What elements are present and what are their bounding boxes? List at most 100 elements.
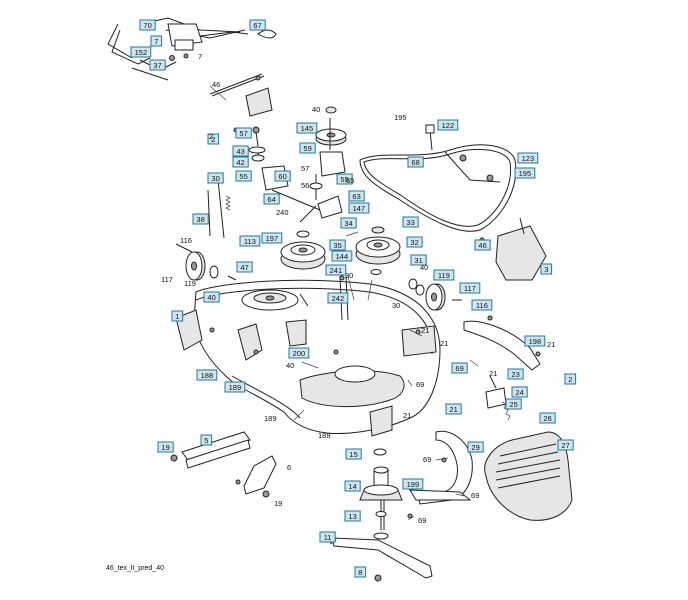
callout-box-b35: 35: [329, 239, 346, 251]
callout-box-b27: 27: [557, 439, 574, 451]
callout-box-b38: 38: [192, 213, 209, 225]
callout-box-b197: 197: [261, 232, 283, 244]
callout-text: 117: [464, 284, 476, 293]
callout-box-b46: 46: [474, 239, 491, 251]
callout-text: 35: [333, 241, 341, 250]
callout-text: 2: [211, 135, 215, 144]
callout-text: 23: [511, 370, 519, 379]
callout-box-b21a: 21: [445, 403, 462, 415]
callout-plain-p21e: 21: [440, 339, 448, 348]
callout-plain-p69c: 69: [471, 491, 479, 500]
callout-text: 31: [414, 256, 422, 265]
callout-text: 189: [229, 383, 242, 392]
callout-box-b19: 19: [157, 441, 174, 453]
callout-plain-p30c: 30: [392, 301, 400, 310]
callout-text: 30: [211, 174, 219, 183]
callout-text: 242: [332, 294, 345, 303]
callout-plain-p19b: 19: [274, 499, 282, 508]
callout-text: 119: [438, 271, 450, 280]
callout-text: 40: [207, 293, 215, 302]
callout-box-b60: 60: [274, 170, 291, 182]
callout-text: 123: [522, 154, 535, 163]
belt-guard-lower: [409, 430, 473, 505]
callout-text: 7: [154, 37, 158, 46]
callout-text: 241: [330, 266, 343, 275]
callout-text: 14: [348, 482, 356, 491]
callout-text: 43: [236, 147, 244, 156]
callout-box-b11: 11: [319, 531, 336, 543]
callout-text: 122: [442, 121, 455, 130]
callout-plain-p65: 65: [346, 176, 354, 185]
callout-box-b30a: 30: [207, 172, 224, 184]
idler-pulley-upper: [315, 106, 347, 177]
callout-box-b29: 29: [467, 441, 484, 453]
callout-box-b59: 59: [299, 142, 316, 154]
callout-plain-p189: 189: [264, 414, 277, 423]
callout-text: 199: [407, 480, 420, 489]
callout-text: 15: [349, 450, 357, 459]
gauge-wheel-right: [408, 278, 462, 311]
callout-box-b13: 13: [344, 510, 361, 522]
callout-box-b40a: 40: [203, 291, 220, 303]
callout-box-b67: 67: [249, 19, 266, 31]
callout-plain-p69b: 69: [423, 455, 431, 464]
callout-plain-p116: 116: [180, 236, 192, 245]
callout-box-b123: 123: [517, 152, 539, 164]
callout-box-b55a: 55: [235, 170, 252, 182]
callout-box-b113: 113: [239, 235, 261, 247]
callout-box-b15: 15: [345, 448, 362, 460]
deck-pulley-left: [280, 230, 326, 270]
callout-text: 32: [410, 238, 418, 247]
callout-plain-p6: 6: [287, 463, 291, 472]
callout-text: 63: [352, 192, 360, 201]
callout-box-b25: 25: [505, 398, 522, 410]
deck-hanger-bracket-upper: [170, 431, 251, 469]
callout-box-b47: 47: [236, 261, 253, 273]
callout-box-b2x: 2: [564, 373, 577, 385]
callout-text: 198: [529, 337, 542, 346]
callout-text: 26: [543, 414, 551, 423]
callout-box-b116: 116: [471, 299, 493, 311]
callout-text: 55: [239, 172, 247, 181]
callout-box-b42: 42: [232, 156, 249, 168]
mower-deck: [175, 275, 441, 437]
callout-box-b199: 199: [402, 478, 424, 490]
callout-text: 24: [515, 388, 523, 397]
callout-box-b8: 8: [354, 566, 367, 578]
callout-box-b189: 189: [224, 381, 246, 393]
callout-text: 25: [509, 400, 517, 409]
callout-plain-p21b: 21: [547, 340, 555, 349]
callout-text: 68: [411, 158, 419, 167]
callout-box-b31: 31: [410, 254, 427, 266]
callout-box-b23: 23: [507, 368, 524, 380]
callout-text: 47: [240, 263, 248, 272]
deck-hanger-bracket-lower: [235, 455, 277, 498]
drawing-caption: 46_tex_lt_pred_40: [106, 565, 164, 572]
callout-text: 69: [455, 364, 463, 373]
callout-text: 21: [449, 405, 457, 414]
callout-text: 55: [340, 175, 348, 184]
callout-text: 144: [336, 252, 349, 261]
callout-box-b147: 147: [348, 202, 370, 214]
callout-text: 33: [406, 218, 414, 227]
mulch-bracket: [485, 375, 511, 421]
callout-plain-p69a: 69: [416, 380, 424, 389]
lift-rod: [209, 73, 273, 117]
callout-box-b3: 3: [540, 263, 553, 275]
callout-box-b119: 119: [433, 269, 455, 281]
callout-box-b117: 117: [459, 282, 481, 294]
callout-box-b7a: 7: [150, 35, 163, 47]
callout-box-b2b: 2: [207, 133, 220, 145]
callout-text: 11: [324, 533, 332, 542]
callout-plain-p240: 240: [276, 208, 289, 217]
callout-box-b195: 195: [514, 167, 536, 179]
callout-text: 64: [267, 195, 275, 204]
callout-box-b198: 198: [524, 335, 546, 347]
callout-text: 200: [293, 349, 306, 358]
callout-box-b1b: 1: [171, 310, 184, 322]
callout-box-b5: 5: [200, 434, 213, 446]
callout-box-b57a: 57: [235, 127, 252, 139]
callout-text: 116: [476, 301, 488, 310]
